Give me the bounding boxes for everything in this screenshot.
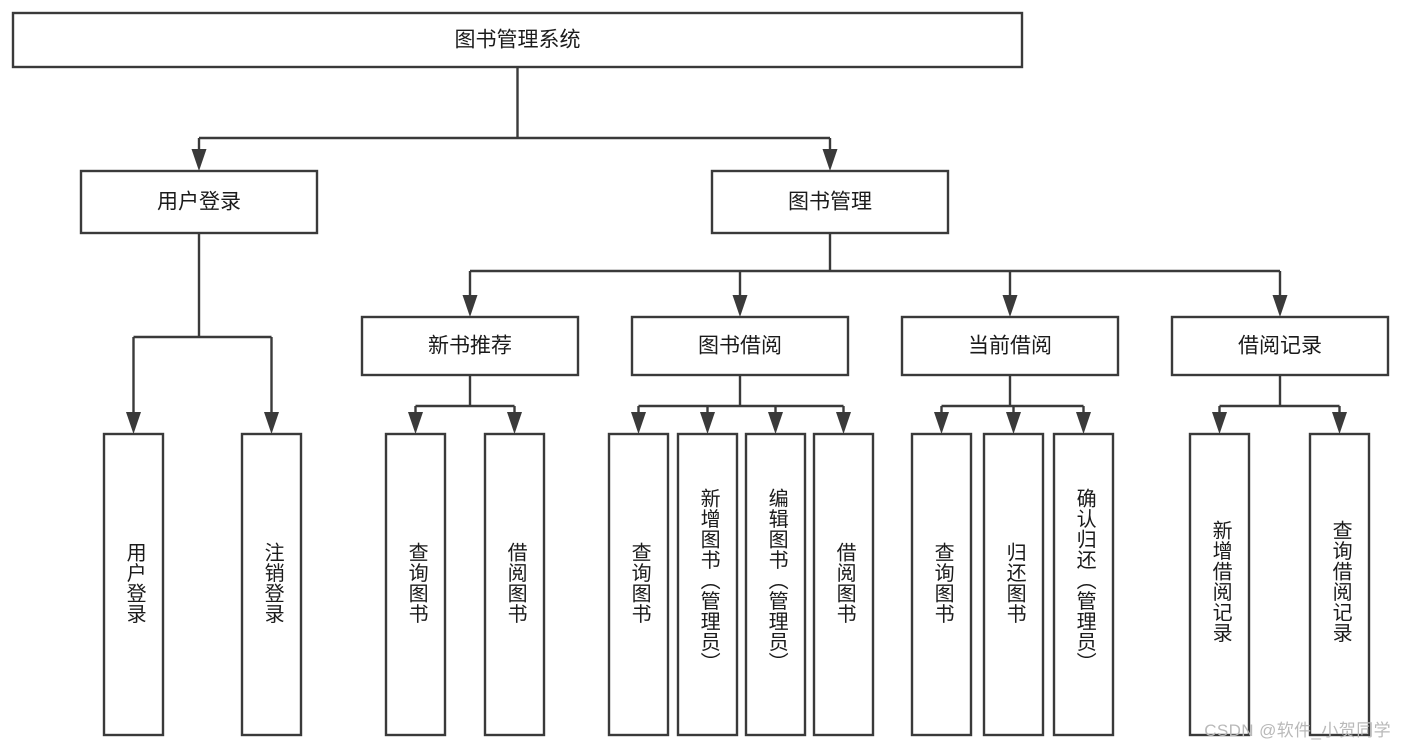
- arrowhead-user_login: [191, 149, 207, 171]
- node-box-root[interactable]: [11, 11, 1024, 69]
- node-box-leaf-return-book[interactable]: [982, 432, 1045, 737]
- arrowhead-leaf_query_book_br: [631, 412, 646, 434]
- arrowhead-leaf_query_book_cur: [934, 412, 949, 434]
- arrowhead-book_mgmt: [822, 149, 838, 171]
- arrowhead-book_borrow: [732, 295, 748, 317]
- node-box-leaf-add-record[interactable]: [1188, 432, 1251, 737]
- node-box-leaf-borrow-book-rec[interactable]: [483, 432, 546, 737]
- node-box-leaf-query-book-br[interactable]: [607, 432, 670, 737]
- node-label-new-book-rec: 新书推荐: [428, 335, 512, 358]
- node-label-user-login: 用户登录: [157, 191, 241, 214]
- node-label-book-mgmt: 图书管理: [788, 191, 872, 214]
- csdn-watermark: CSDN @软件_小贺同学: [1204, 721, 1391, 740]
- node-label-root: 图书管理系统: [455, 29, 581, 52]
- node-label-book-borrow: 图书借阅: [698, 335, 782, 358]
- node-box-book-borrow[interactable]: [630, 315, 850, 377]
- node-box-leaf-confirm-return[interactable]: [1052, 432, 1115, 737]
- node-box-leaf-logout[interactable]: [240, 432, 303, 737]
- node-box-borrow-record[interactable]: [1170, 315, 1390, 377]
- node-box-current-borrow[interactable]: [900, 315, 1120, 377]
- node-box-leaf-query-record[interactable]: [1308, 432, 1371, 737]
- arrowhead-leaf_add_book: [700, 412, 715, 434]
- arrowhead-leaf_borrow_book_rec: [507, 412, 522, 434]
- node-label-current-borrow: 当前借阅: [968, 335, 1052, 358]
- node-box-book-mgmt[interactable]: [710, 169, 950, 235]
- node-box-leaf-query-book-cur[interactable]: [910, 432, 973, 737]
- arrowhead-leaf_user_login: [126, 412, 141, 434]
- node-box-user-login[interactable]: [79, 169, 319, 235]
- arrowhead-layer: [126, 149, 1347, 434]
- arrowhead-leaf_query_record: [1332, 412, 1347, 434]
- node-label-borrow-record: 借阅记录: [1238, 335, 1322, 358]
- arrowhead-leaf_borrow_book_br: [836, 412, 851, 434]
- arrowhead-new_book_rec: [462, 295, 478, 317]
- node-box-new-book-rec[interactable]: [360, 315, 580, 377]
- node-box-leaf-borrow-book-br[interactable]: [812, 432, 875, 737]
- arrowhead-leaf_edit_book: [768, 412, 783, 434]
- arrowhead-leaf_add_record: [1212, 412, 1227, 434]
- node-box-leaf-user-login[interactable]: [102, 432, 165, 737]
- node-box-leaf-add-book[interactable]: [676, 432, 739, 737]
- node-box-leaf-query-book-rec[interactable]: [384, 432, 447, 737]
- arrowhead-leaf_confirm_return: [1076, 412, 1091, 434]
- node-box-leaf-edit-book[interactable]: [744, 432, 807, 737]
- arrowhead-leaf_query_book_rec: [408, 412, 423, 434]
- arrowhead-leaf_return_book: [1006, 412, 1021, 434]
- arrowhead-borrow_record: [1272, 295, 1288, 317]
- arrowhead-current_borrow: [1002, 295, 1018, 317]
- arrowhead-leaf_logout: [264, 412, 279, 434]
